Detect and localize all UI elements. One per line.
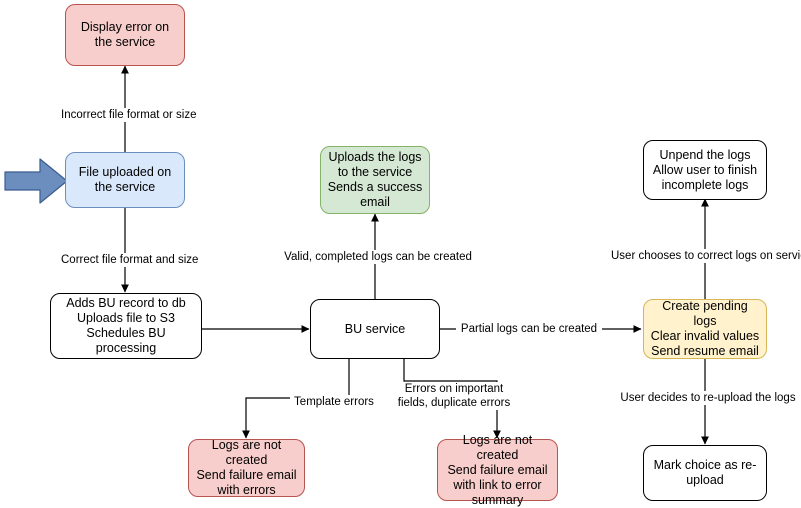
node-file-uploaded-label: File uploaded on the service xyxy=(78,165,172,194)
block-arrow-icon xyxy=(4,158,68,204)
node-mark-reupload-label: Mark choice as re-upload xyxy=(653,458,757,487)
edge-label-correct-format-text: Correct file format and size xyxy=(61,254,199,266)
node-display-error[interactable]: Display error on the service xyxy=(65,4,185,66)
edge-label-errors-important-text: Errors on important fields, duplicate er… xyxy=(397,383,511,409)
edge-label-user-reupload-text: User decides to re-upload the logs xyxy=(620,392,796,404)
node-bu-service[interactable]: BU service xyxy=(310,299,440,359)
node-bu-service-label: BU service xyxy=(344,321,406,336)
edge-label-user-corrects: User chooses to correct logs on service xyxy=(608,249,801,263)
edge-label-partial-logs: Partial logs can be created xyxy=(456,322,602,336)
edge-label-template-errors: Template errors xyxy=(290,395,378,409)
edge-label-correct-format: Correct file format and size xyxy=(58,253,199,267)
node-display-error-label: Display error on the service xyxy=(80,20,170,49)
edge-label-valid-completed: Valid, completed logs can be created xyxy=(277,250,479,264)
edge-label-errors-important: Errors on important fields, duplicate er… xyxy=(390,382,518,410)
edge-label-incorrect-format: Incorrect file format or size xyxy=(58,108,199,122)
edge-label-user-reupload: User decides to re-upload the logs xyxy=(616,391,800,405)
edge-label-valid-completed-text: Valid, completed logs can be created xyxy=(284,251,472,263)
node-mark-reupload[interactable]: Mark choice as re-upload xyxy=(643,445,767,501)
node-file-uploaded[interactable]: File uploaded on the service xyxy=(65,152,185,208)
edge-label-partial-logs-text: Partial logs can be created xyxy=(460,323,598,335)
edge-label-user-corrects-text: User chooses to correct logs on service xyxy=(611,250,801,262)
edge-label-incorrect-format-text: Incorrect file format or size xyxy=(61,109,197,121)
edge-label-template-errors-text: Template errors xyxy=(294,396,374,408)
